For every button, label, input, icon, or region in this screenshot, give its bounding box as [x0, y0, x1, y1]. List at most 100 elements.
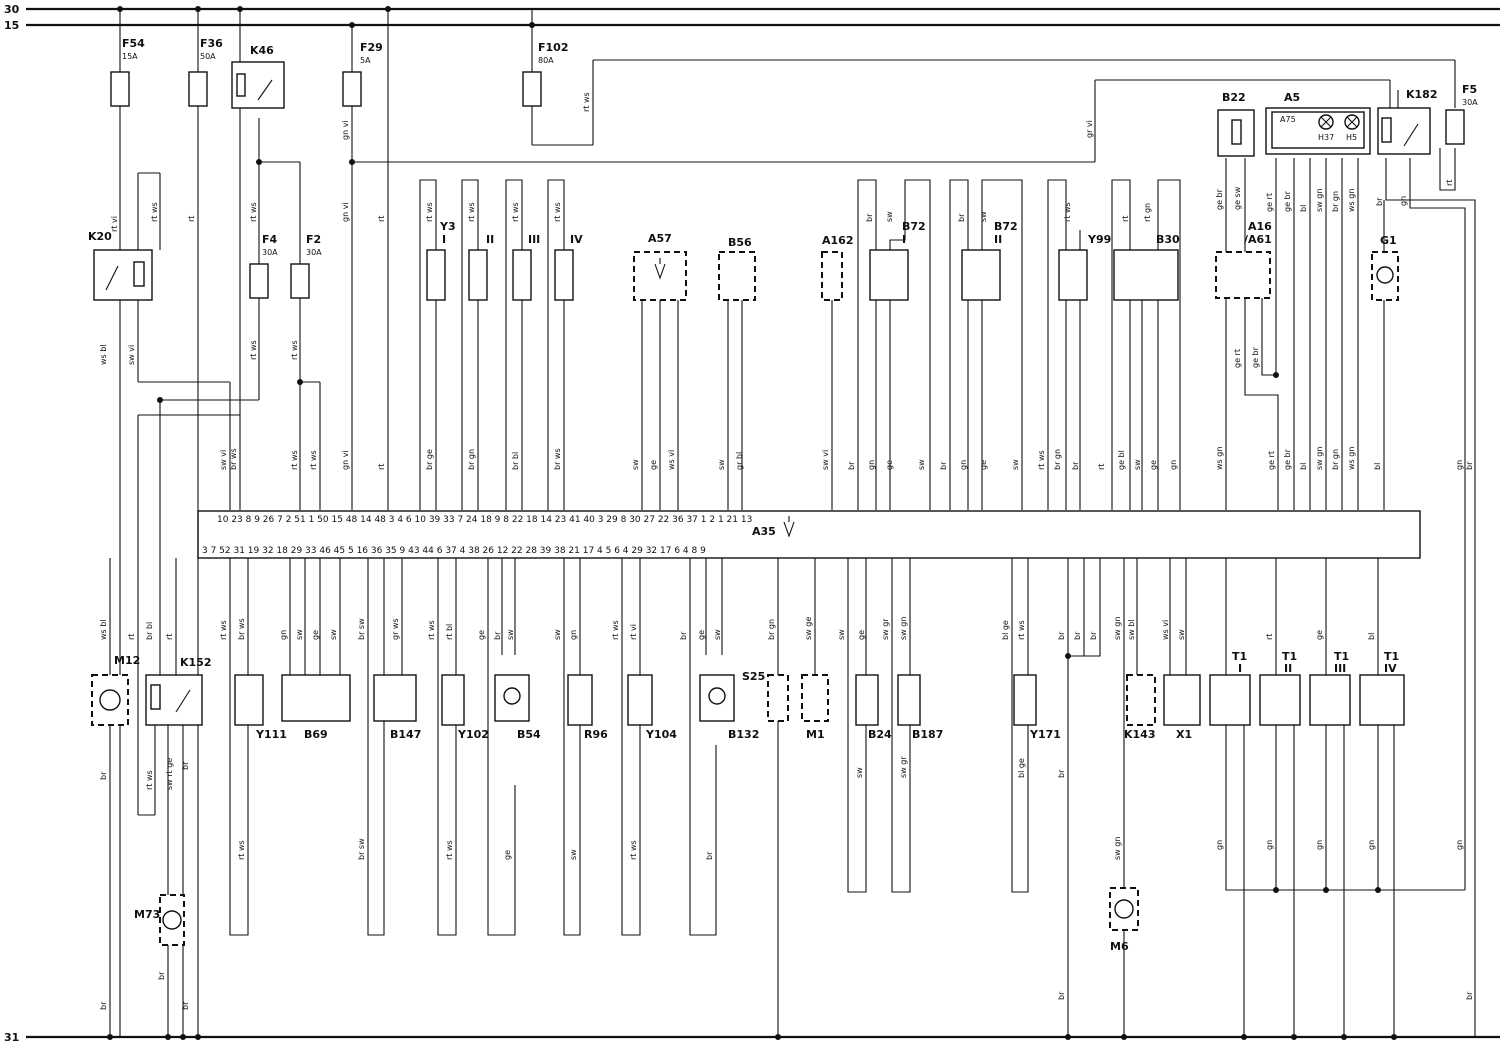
wire-code: rt [187, 216, 196, 222]
ecu-top-pins: 10 23 8 9 26 7 2 51 1 50 15 48 14 48 3 4… [217, 515, 752, 525]
wire-code: rt [1121, 216, 1130, 222]
wire-code: rt ws [150, 202, 159, 222]
wire-code: br [1089, 631, 1098, 640]
component-s25-body [767, 674, 789, 722]
component-x1-body [1163, 674, 1201, 726]
wire-code: gn [1455, 460, 1464, 470]
wire-code: ge rt [1267, 451, 1276, 470]
wire-code: ge [503, 850, 512, 860]
wire-code: sw bl [1127, 619, 1136, 640]
wire [1047, 179, 1081, 510]
wire-code: br bl [511, 452, 520, 470]
wire-code: gn [279, 630, 288, 640]
component-a162-body [821, 251, 843, 301]
wire-code: ge [477, 630, 486, 640]
coil-4-label: T1 [1384, 650, 1399, 663]
wire-code: bl [1367, 633, 1376, 640]
wire-code: br bl [145, 622, 154, 640]
ecu-transistor-icon [783, 516, 795, 538]
wire-code: sw [569, 849, 578, 860]
wire [229, 558, 249, 936]
wire-code: sw [295, 629, 304, 640]
component-k143-body [1126, 674, 1156, 726]
fuse-f5-body [1445, 109, 1465, 145]
wire-code: br sw [357, 618, 366, 640]
wire-code: rt [165, 634, 174, 640]
relay-k182-label: K182 [1406, 88, 1438, 101]
wire-code: sw [1011, 459, 1020, 470]
fuse-f36-body [188, 71, 208, 107]
component-m12-label: M12 [114, 654, 140, 667]
component-y171-label: Y171 [1029, 728, 1061, 741]
fuse-f2-body [290, 263, 310, 299]
wire-code: br gn [1053, 449, 1062, 470]
coil-1-label: T1 [1232, 650, 1247, 663]
lamp-h37-label: H37 [1318, 133, 1334, 142]
wire [547, 179, 565, 510]
coil-4-roman: IV [1384, 662, 1397, 675]
component-b187-label: B187 [912, 728, 943, 741]
wire-code: ge bl [1117, 450, 1126, 470]
component-m73-label: M73 [134, 908, 160, 921]
fuse-f102-body [522, 71, 542, 107]
upper-components: A57 B56 A162 B72 I B72 II Y99 B30 B22 A5… [633, 91, 1399, 301]
wire [949, 179, 1023, 510]
junction [385, 6, 391, 12]
fuse-f4-id: F4 [262, 233, 278, 246]
wire-code: rt [127, 634, 136, 640]
relay-k182-coil-icon [1381, 117, 1392, 143]
relay-k152-switch-icon [175, 689, 191, 713]
wire-code: br [1071, 461, 1080, 470]
fuse-f54-id: F54 [122, 37, 145, 50]
coil-1-roman: I [1238, 662, 1242, 675]
component-b147-body [373, 674, 417, 722]
wire-code: ge br [1283, 190, 1292, 212]
fuse-f5-id: F5 [1462, 83, 1477, 96]
fuse-f2-id: F2 [306, 233, 321, 246]
fuse-f102-id: F102 [538, 41, 568, 54]
junction [157, 397, 163, 403]
coil-3-roman: III [1334, 662, 1346, 675]
wire [1409, 158, 1466, 890]
relay-k152-label: K152 [180, 656, 212, 669]
wire-code: br [99, 1001, 108, 1010]
relay-k46: K46 [231, 44, 285, 109]
junction [775, 1034, 781, 1040]
wire-code: sw vi [821, 450, 830, 470]
relay-k20-switch-icon [105, 265, 119, 291]
relay-k20-label: K20 [88, 230, 112, 243]
wire-code: gr bl [735, 452, 744, 470]
transistor-icon [654, 258, 666, 280]
wire-code: bl ge [1017, 758, 1026, 778]
injector-1-body [426, 249, 446, 301]
wire-code: br [1057, 769, 1066, 778]
wire-code: rt ws [237, 840, 246, 860]
wire-code: gn [569, 630, 578, 640]
coil-2-roman: II [1284, 662, 1292, 675]
rail-31-label: 31 [4, 1031, 19, 1044]
junction [256, 159, 262, 165]
wire [621, 558, 641, 936]
wire-code: br gn [467, 449, 476, 470]
junction [1065, 1034, 1071, 1040]
fuse-f2-rating: 30A [306, 248, 322, 257]
component-b56-body [718, 251, 756, 301]
component-y111-label: Y111 [255, 728, 287, 741]
wire [1261, 298, 1276, 376]
component-b22-element [1231, 119, 1242, 145]
wire-code: sw gn [1113, 837, 1122, 860]
wire-code: rt ws [553, 202, 562, 222]
fuse-f102-rating: 80A [538, 56, 554, 65]
wire-code: ge [857, 630, 866, 640]
wire-code: ge [649, 460, 658, 470]
wire-code: sw [506, 629, 515, 640]
wire-code: sw gn [899, 617, 908, 640]
component-r96-label: R96 [584, 728, 608, 741]
wire [419, 179, 437, 510]
motor-icon [162, 910, 182, 930]
wire-code: gn [1455, 840, 1464, 850]
wire-code: rt [1445, 180, 1454, 186]
wire [437, 558, 457, 936]
wire-code: ws vi [667, 450, 676, 470]
lamp-h5-label: H5 [1346, 133, 1357, 142]
